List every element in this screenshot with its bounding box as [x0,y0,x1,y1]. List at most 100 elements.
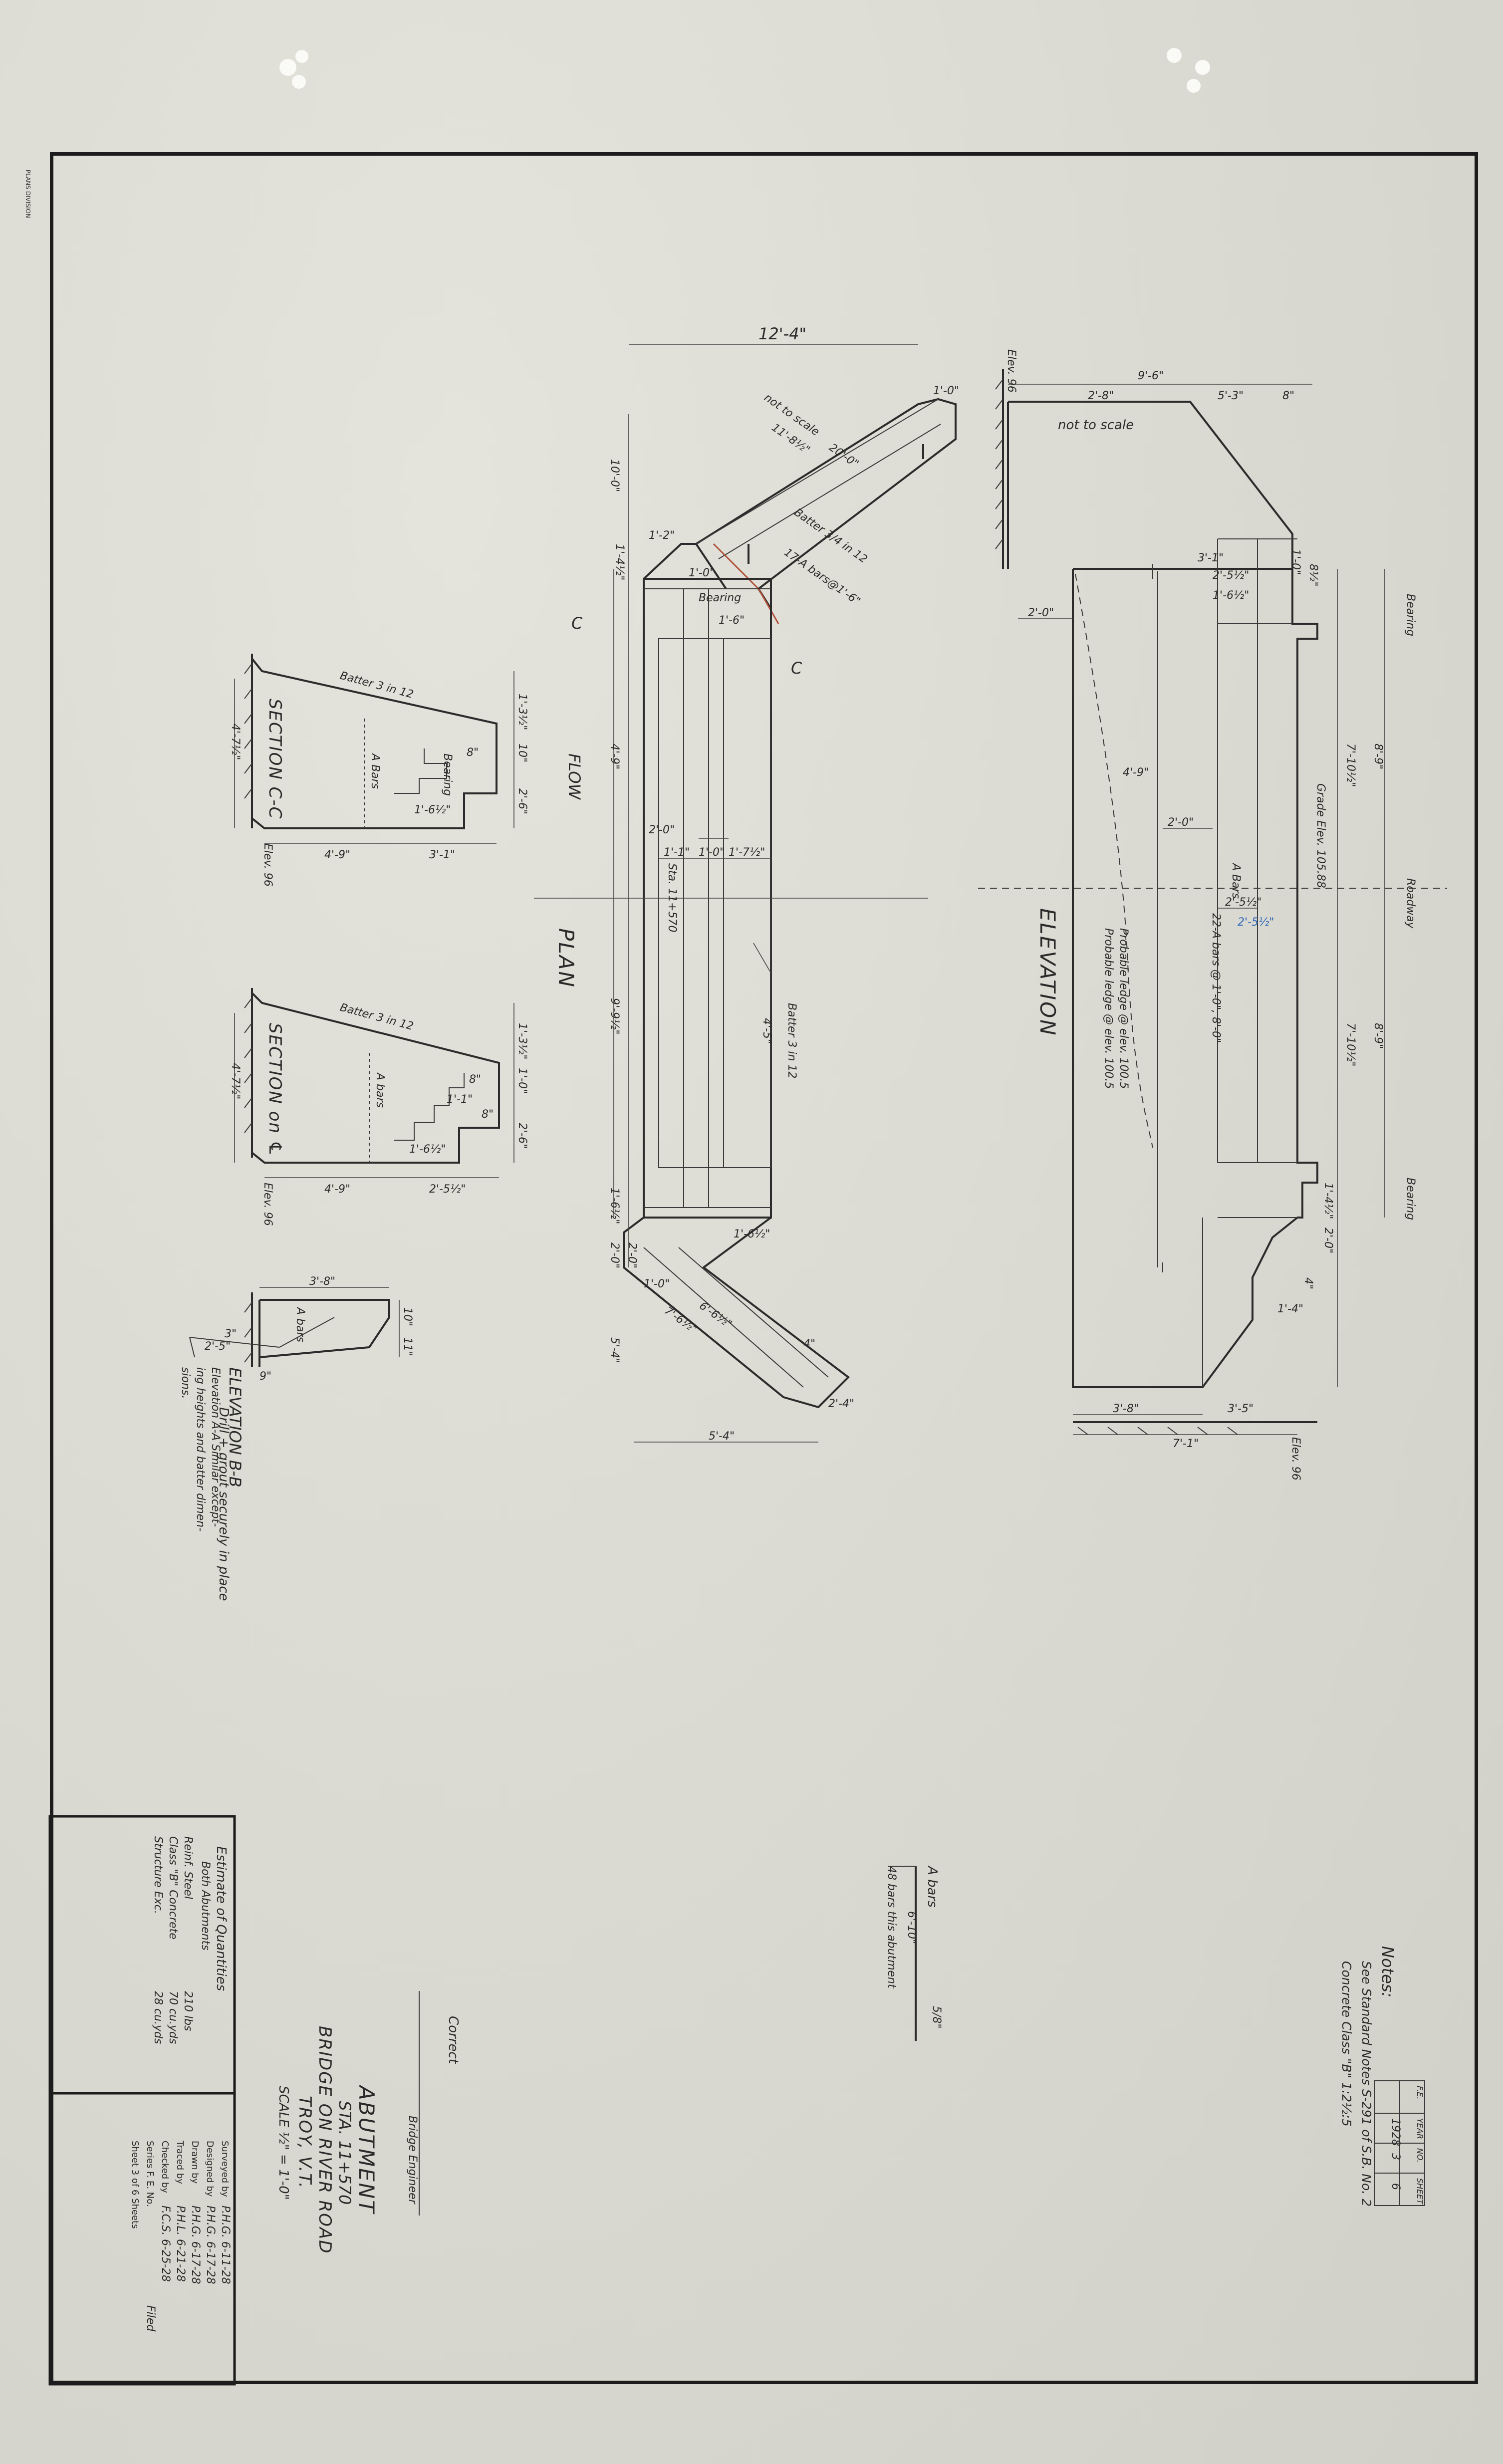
elev-dim: 4'-9" [1123,766,1149,779]
title-boxes: Estimate of Quantities Both Abutments Re… [48,1815,236,2386]
plan-dim: 9'-9½" [608,998,621,1034]
elevation-bb-dim: 2'-5" [205,1340,231,1353]
elev-dim: 8'-9" [1372,1023,1384,1049]
elevation-bb-dim: 3" [225,1328,237,1340]
ledge-note-2: Probable ledge @ elev. 100.5 [1102,928,1115,1089]
section-cc-dim: 3'-1" [429,849,455,861]
elevation-not-to-scale: not to scale [1058,418,1134,433]
signature-label: Sheet 3 of 6 Sheets [130,2141,140,2229]
bar-size: 5/8" [930,2006,943,2029]
elevation-bb-view: ELEVATION B-B Elevation A-A Similar exce… [179,1275,414,1601]
section-cc-a-bars: A Bars [369,752,381,789]
grade-elevation: Grade Elev. 105.88 [1314,783,1327,888]
elev-dim: 7'-10½" [1344,1023,1357,1066]
approval-block: Correct Bridge Engineer [406,1991,461,2216]
elev-dim: 1'-4½" [1322,1183,1334,1219]
quantities-subtitle: Both Abutments [199,1861,212,1951]
section-cc-dim: 2'-6" [516,788,528,814]
elev-dim: 2'-5½" [1225,896,1261,909]
section-cc-dim: 8" [467,746,479,759]
stamp-value: 6 [1389,2183,1402,2190]
notes-title: Notes: [1378,1946,1397,1997]
section-cl-view: SECTION on ℄ Batter 3 in 12 A bars Elev.… [229,988,528,1226]
stamp-value: 1928 [1389,2118,1402,2146]
plan-dim: 2'-4" [828,1398,854,1410]
margin-stamp: PLANS DIVISION [24,170,31,218]
title-station: STA. 11+570 [335,2101,354,2205]
signature-value: P.H.G. 6-17-28 [189,2206,202,2284]
elev-dim: 7'-10½" [1344,743,1357,787]
plan-dim: 10'-0" [608,459,621,492]
bar-count: 48 bars this abutment [885,1866,898,1989]
elev-dim: 2'-0" [1168,816,1194,829]
elev-dim: 7'-1" [1173,1438,1199,1450]
elev-dim: 3'-8" [1113,1403,1139,1415]
stamp-value: 3 [1389,2153,1402,2160]
signature-label: Traced by [175,2140,185,2184]
plan-batter-face: Batter 3 in 12 [785,1003,798,1078]
quantity-item: Reinf. Steel [182,1836,194,1899]
elevation-elev-bottom: Elev. 96 [1289,1437,1302,1480]
elev-dim: 3'-5" [1228,1403,1253,1415]
drill-grout-note: Drill + grout securely in place [216,1407,231,1601]
section-cl-dim: 1'-3½" [516,1023,528,1059]
section-cl-dim: 2'-5½" [429,1183,466,1196]
punch-hole [279,59,296,76]
title-town: TROY, V.T. [295,2096,315,2189]
stamp-header: NO. [1415,2148,1425,2163]
section-cc-dim: 1'-3½" [516,694,528,730]
quantity-item: Structure Exc. [152,1836,164,1914]
plan-view: PLAN FLOW C C not to scale Batter 3/4 in… [534,324,959,1443]
stamp-header: YEAR [1415,2118,1425,2139]
plan-dim: 1'-7½" [729,846,765,859]
signature-label: Surveyed by [220,2141,230,2197]
plan-dim: 1'-6" [719,614,745,627]
plan-bearing: Bearing [699,592,741,604]
elev-dim-blue: 2'-5½" [1238,916,1274,929]
plan-station: Sta. 11+570 [666,863,678,932]
elevation-bb-dim: 3'-8" [309,1275,335,1288]
section-mark-c: C [571,614,583,633]
elevation-bars-note: 22-A bars @ 1'-0", 8'-0" [1210,913,1222,1043]
elev-dim: 4" [1302,1277,1314,1289]
plan-flow-label: FLOW [565,753,584,800]
section-cl-title: SECTION on ℄ [265,1023,285,1157]
quantity-value: 70 cu.yds [167,1991,179,2044]
title-block: ABUTMENT STA. 11+570 BRIDGE ON RIVER ROA… [276,2026,379,2254]
stamp-table: F.E. YEAR NO. SHEET 1928 3 6 [1374,2080,1425,2206]
elev-dim: 9'-6" [1138,370,1164,382]
signature-value: Filed [144,2305,157,2332]
plan-dim: 7'-6½" [662,1304,699,1336]
section-cl-dim: 8" [469,1073,481,1086]
section-cl-dim: 4'-9" [324,1183,350,1196]
punch-hole [295,50,308,63]
punch-hole [1195,60,1210,75]
quantities-title: Estimate of Quantities [214,1846,229,1991]
plan-dim: 6'-6½" [697,1299,734,1331]
section-cl-dim: 4'-7½" [229,1063,242,1099]
signature-label: Designed by [205,2141,215,2197]
plan-dim: 1'-6½" [608,1188,621,1224]
bearing-right-label: Bearing [1404,1178,1417,1220]
section-cl-a-bars: A bars [374,1072,386,1108]
elev-dim: 8" [1282,390,1294,402]
section-cc-view: SECTION C-C Batter 3 in 12 A Bars Bearin… [229,654,528,887]
plan-dim: 1'-0" [699,846,725,859]
plan-dim: 1'-2" [649,529,675,542]
elev-dim: 2'-8" [1088,390,1114,402]
elevation-bb-dim: 11" [401,1337,414,1356]
elevation-view: ELEVATION not to scale Elev. 96 Elev. 96… [978,349,1447,1480]
elev-dim: 8½" [1307,564,1319,586]
section-cc-dim: 4'-7½" [229,724,242,760]
plan-dim: 2'-0" [608,1242,621,1268]
plan-dim: 2'-0" [626,1242,638,1268]
plan-dim: 12'-4" [758,324,806,343]
bearing-left-label: Bearing [1404,594,1417,636]
section-cl-dim: 8" [482,1108,494,1121]
quantity-value: 28 cu.yds [152,1991,164,2044]
quantity-item: Class "B" Concrete [167,1836,179,1940]
elevation-elev-top: Elev. 96 [1005,349,1017,393]
elev-dim: 3'-1" [1198,552,1224,564]
plan-dim: 1'-6½" [734,1228,770,1240]
